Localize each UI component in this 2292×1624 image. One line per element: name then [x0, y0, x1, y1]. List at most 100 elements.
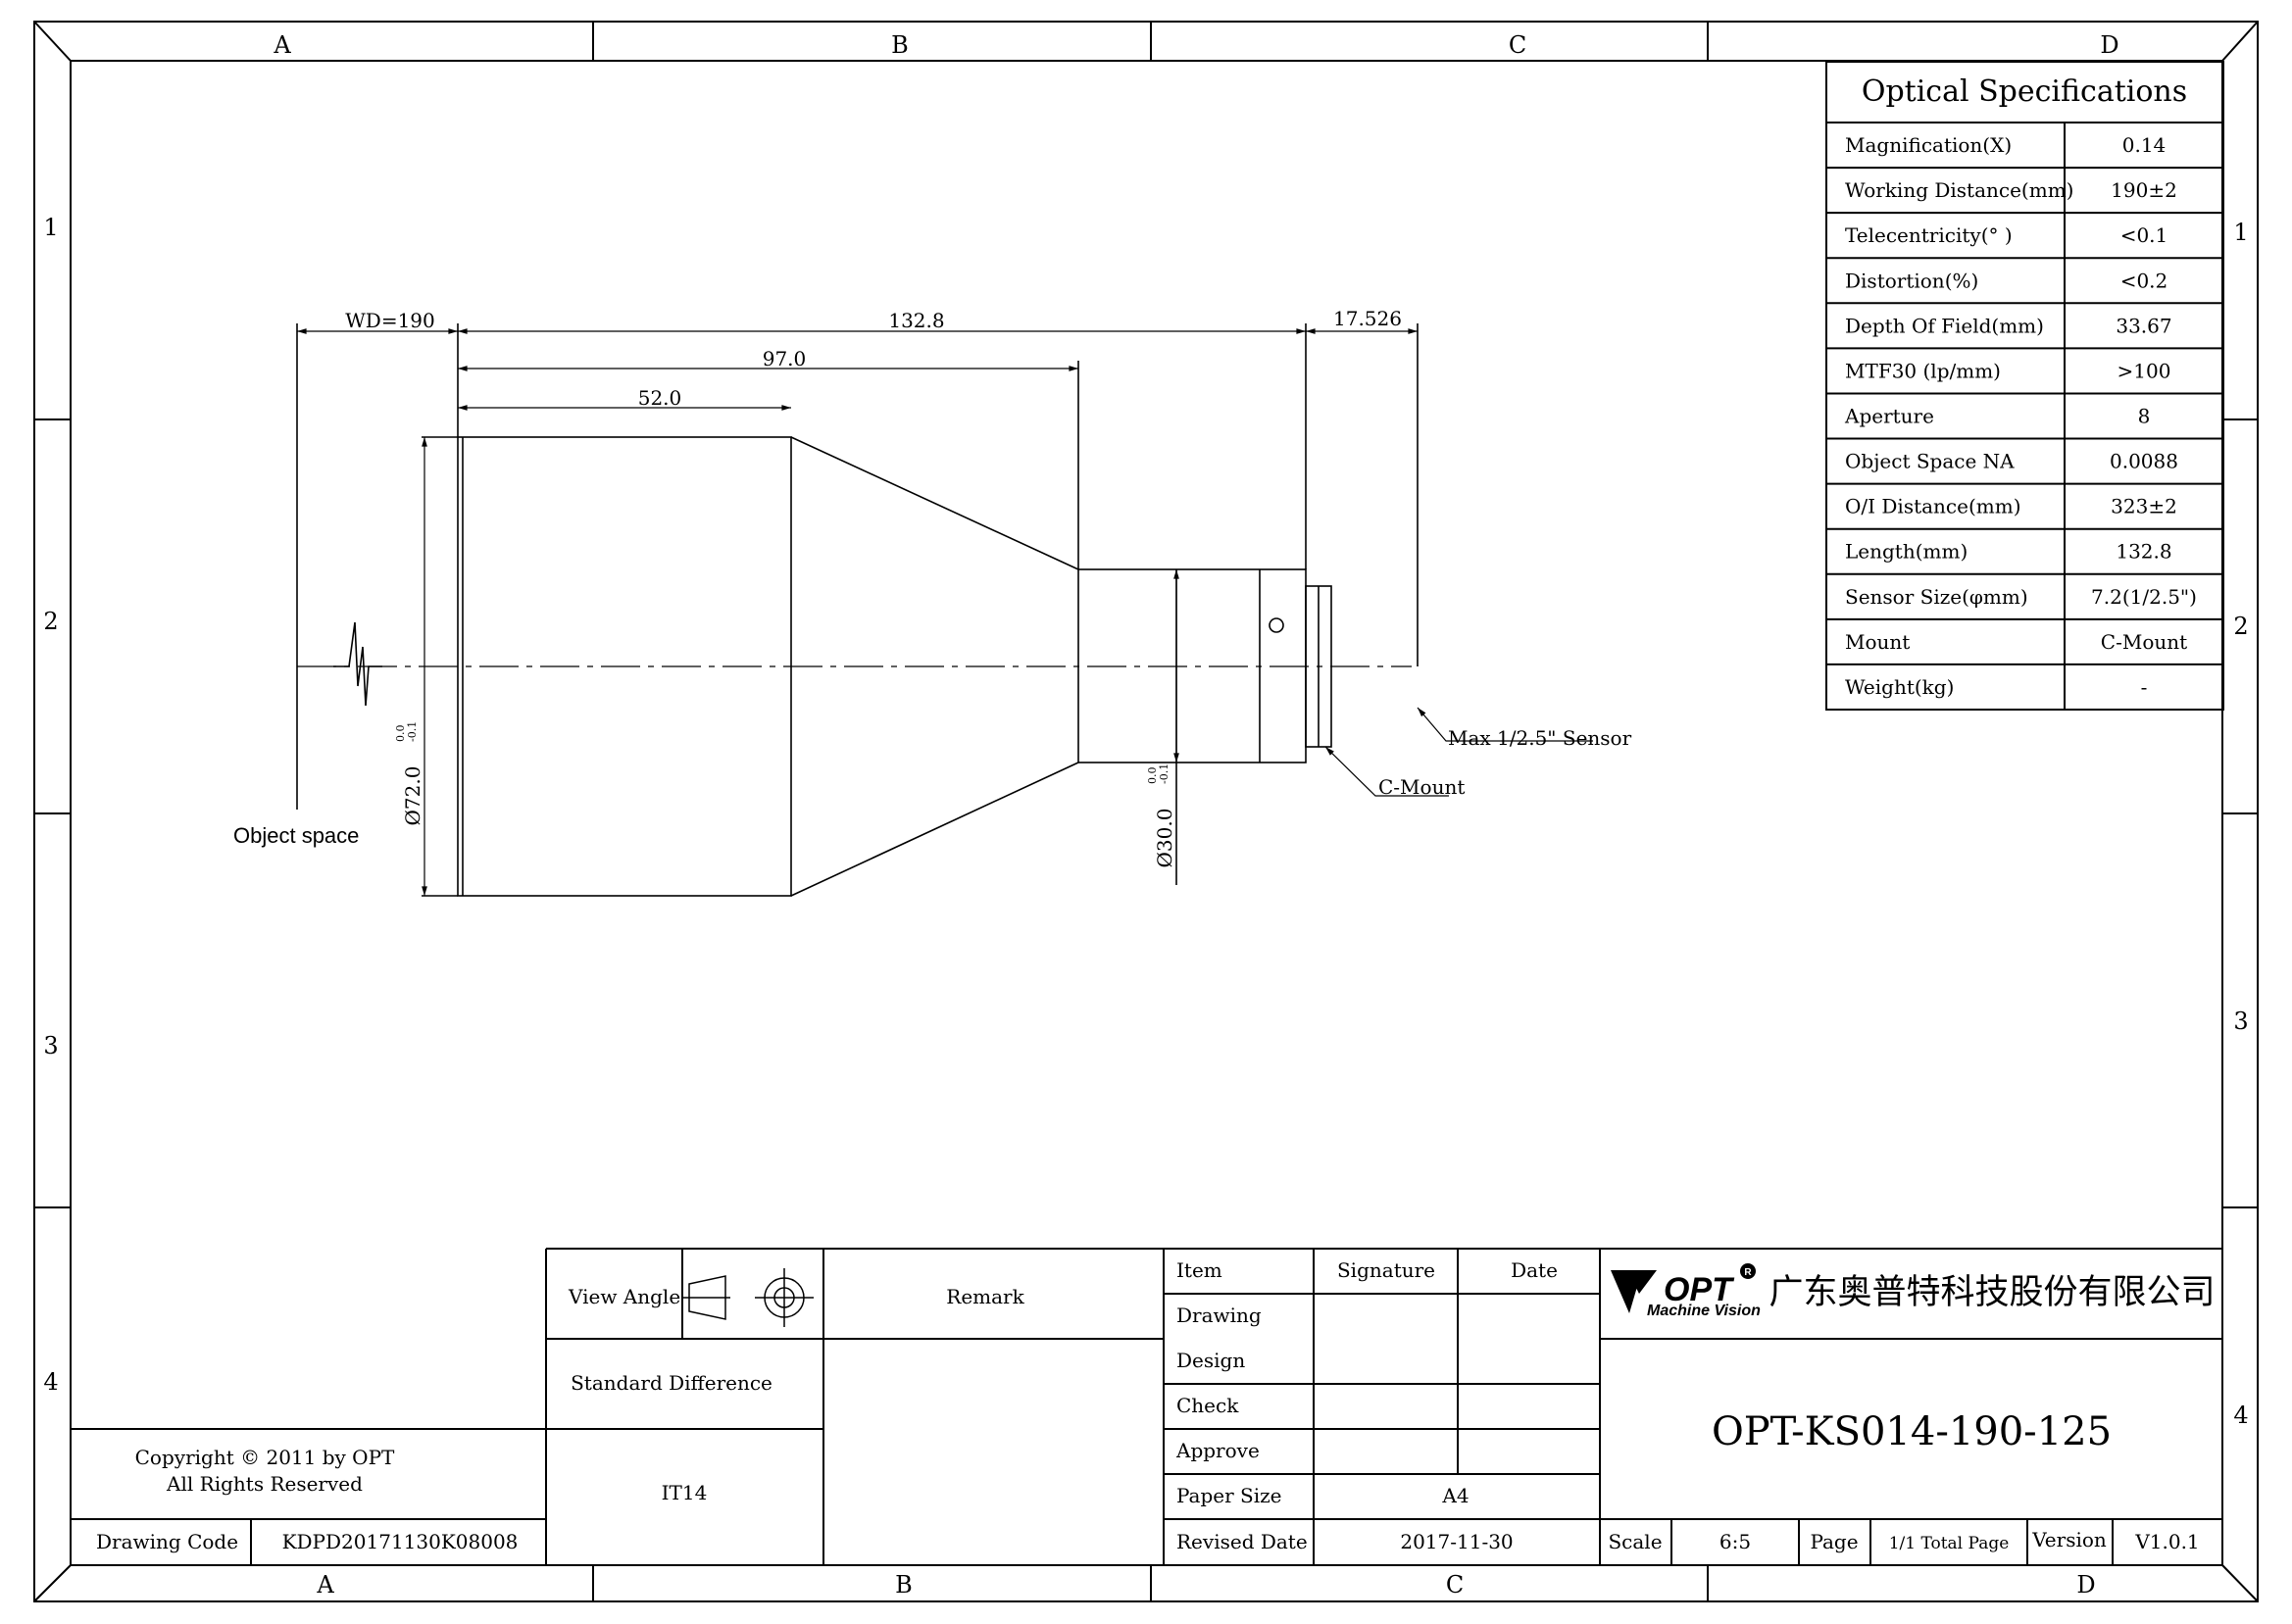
logo-subtitle: Machine Vision	[1647, 1303, 1761, 1319]
drawing-code: KDPD20171130K08008	[282, 1530, 519, 1553]
part-number: OPT-KS014-190-125	[1712, 1409, 2112, 1454]
paper-size-label: Paper Size	[1176, 1484, 1282, 1507]
break-symbol	[333, 621, 382, 707]
c-mount-label: C-Mount	[1378, 775, 1465, 799]
revised-date-label: Revised Date	[1176, 1530, 1308, 1553]
title-block-lines	[71, 1248, 2222, 1565]
dim-dia30-tol-upper: 0.0	[1146, 767, 1159, 785]
page-value: 1/1 Total Page	[1889, 1534, 2010, 1553]
company-name: 广东奥普特科技股份有限公司	[1769, 1273, 2215, 1312]
spec-value-12: -	[2141, 675, 2148, 699]
logo-registered-mark: R	[1744, 1267, 1752, 1278]
remark-label: Remark	[946, 1285, 1024, 1308]
dim-52-text: 52.0	[638, 386, 682, 410]
item-header: Item	[1176, 1258, 1222, 1282]
projection-symbol	[681, 1268, 814, 1327]
spec-param-7: Object Space NA	[1845, 450, 2015, 473]
spec-value-5: >100	[2118, 359, 2171, 382]
revised-date-value: 2017-11-30	[1400, 1530, 1513, 1553]
spec-param-0: Magnification(X)	[1845, 133, 2012, 157]
drawing-row-label: Drawing	[1176, 1304, 1262, 1327]
zone-col-top-c: C	[1509, 31, 1526, 59]
spec-param-6: Aperture	[1844, 405, 1934, 428]
spec-param-2: Telecentricity(° )	[1845, 223, 2013, 247]
spec-value-6: 8	[2138, 405, 2151, 428]
leader-sensor	[1417, 707, 1593, 742]
specs-table	[1825, 61, 2224, 711]
scale-label: Scale	[1608, 1530, 1662, 1553]
copyright-line-2: All Rights Reserved	[166, 1472, 363, 1496]
zone-row-left-2: 2	[43, 608, 58, 635]
signature-header: Signature	[1337, 1258, 1435, 1282]
zone-row-left-4: 4	[43, 1368, 58, 1396]
spec-param-12: Weight(kg)	[1845, 675, 1954, 699]
zone-labels: A B C D A B C D 1 2 3 4 1 2 3 4	[43, 31, 2248, 1599]
zone-col-bottom-d: D	[2076, 1571, 2095, 1599]
spec-param-8: O/I Distance(mm)	[1845, 495, 2021, 518]
sensor-label: Max 1/2.5" Sensor	[1448, 726, 1632, 750]
company-logo: OPT R Machine Vision	[1611, 1263, 1761, 1319]
spec-param-5: MTF30 (lp/mm)	[1845, 359, 2001, 382]
cone-top	[790, 436, 1079, 570]
dimension-lines	[297, 328, 1593, 896]
version-label: Version	[2031, 1528, 2107, 1551]
zone-col-top-b: B	[891, 31, 909, 59]
zone-col-top-d: D	[2100, 31, 2118, 59]
spec-param-3: Distortion(%)	[1845, 269, 1978, 292]
tolerance-class: IT14	[662, 1481, 708, 1504]
set-screw	[1269, 617, 1284, 633]
zone-row-right-1: 1	[2233, 219, 2248, 246]
leader-mount	[1324, 746, 1449, 797]
title-block-text: View Angle Remark Standard Difference IT…	[96, 1258, 2200, 1553]
cone-bottom	[790, 762, 1079, 897]
dim-dia72-text: Ø72.0	[401, 766, 424, 826]
page-label: Page	[1810, 1530, 1858, 1553]
lens-outline	[296, 323, 1419, 897]
spec-value-4: 33.67	[2116, 314, 2171, 337]
spec-value-8: 323±2	[2111, 495, 2177, 518]
zone-row-right-2: 2	[2233, 613, 2248, 640]
design-row-label: Design	[1176, 1349, 1245, 1372]
drawing-code-label: Drawing Code	[96, 1530, 238, 1553]
frame	[33, 21, 2259, 1602]
scale-value: 6:5	[1719, 1530, 1751, 1553]
standard-difference-label: Standard Difference	[571, 1371, 772, 1395]
dim-dia72-tol-upper: 0.0	[394, 725, 407, 743]
date-header: Date	[1511, 1258, 1558, 1282]
dim-dia30-text: Ø30.0	[1153, 809, 1176, 868]
copyright-line-1: Copyright © 2011 by OPT	[135, 1446, 395, 1469]
spec-param-4: Depth Of Field(mm)	[1845, 314, 2044, 337]
zone-col-bottom-c: C	[1446, 1571, 1464, 1599]
specs-title: Optical Specifications	[1862, 74, 2187, 109]
view-angle-label: View Angle	[568, 1285, 680, 1308]
spec-value-9: 132.8	[2116, 540, 2171, 564]
spec-param-11: Mount	[1845, 630, 1910, 654]
dim-wd-text: WD=190	[345, 309, 435, 332]
dimension-text: WD=190 132.8 17.526 97.0 52.0 Ø72.0 0.0 …	[345, 307, 1631, 867]
spec-value-0: 0.14	[2122, 133, 2167, 157]
dim-dia72-tol-lower: -0.1	[406, 721, 419, 742]
spec-value-10: 7.2(1/2.5")	[2091, 585, 2197, 609]
spec-value-3: <0.2	[2120, 269, 2168, 292]
check-row-label: Check	[1176, 1394, 1239, 1417]
object-space-label: Object space	[233, 823, 359, 848]
dim-total-text: 132.8	[888, 309, 944, 332]
zone-col-bottom-a: A	[316, 1571, 334, 1599]
zone-col-top-a: A	[273, 31, 291, 59]
zone-row-left-1: 1	[43, 214, 58, 241]
logo-text: OPT	[1664, 1271, 1735, 1308]
spec-value-2: <0.1	[2120, 223, 2168, 247]
zone-row-right-3: 3	[2233, 1008, 2248, 1035]
spec-value-11: C-Mount	[2101, 630, 2187, 654]
dim-dia30-tol-lower: -0.1	[1158, 763, 1171, 784]
dim-flange-text: 17.526	[1333, 307, 1402, 330]
spec-param-1: Working Distance(mm)	[1845, 178, 2073, 202]
approve-row-label: Approve	[1175, 1439, 1260, 1462]
spec-value-1: 190±2	[2111, 178, 2177, 202]
spec-param-9: Length(mm)	[1845, 540, 1968, 564]
zone-col-bottom-b: B	[895, 1571, 913, 1599]
zone-row-left-3: 3	[43, 1032, 58, 1059]
